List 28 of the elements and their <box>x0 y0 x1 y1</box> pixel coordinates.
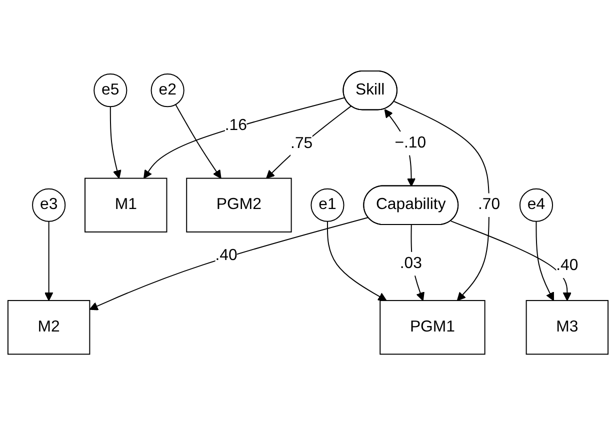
arrow <box>410 224 424 301</box>
arrow <box>326 220 387 301</box>
arrow <box>44 220 54 301</box>
arrow <box>175 104 222 179</box>
arrow <box>450 220 572 301</box>
edge-label: .70 <box>478 196 500 213</box>
arrow <box>536 220 554 301</box>
arrow <box>89 216 369 310</box>
node-box: PGM1 <box>380 300 486 355</box>
node-circle: e5 <box>94 73 128 108</box>
node-circle: e1 <box>310 188 344 222</box>
node-circle: e4 <box>519 188 554 222</box>
node-box: M3 <box>526 300 609 355</box>
node-box: M2 <box>7 300 90 355</box>
edge-label: .16 <box>224 116 248 134</box>
edge-label: .75 <box>290 134 313 152</box>
node-box: M1 <box>84 178 168 232</box>
edge-label: .40 <box>215 246 238 264</box>
node-circle: e3 <box>32 188 66 222</box>
edge-label: .03 <box>400 254 422 272</box>
arrow <box>394 100 490 301</box>
node-circle: e2 <box>150 73 184 108</box>
edge-label: .40 <box>556 257 578 274</box>
edge-label: −.10 <box>394 134 426 152</box>
arrow <box>110 106 122 179</box>
arrow <box>266 106 352 179</box>
node-box: PGM2 <box>186 178 292 232</box>
arrow <box>144 97 346 179</box>
